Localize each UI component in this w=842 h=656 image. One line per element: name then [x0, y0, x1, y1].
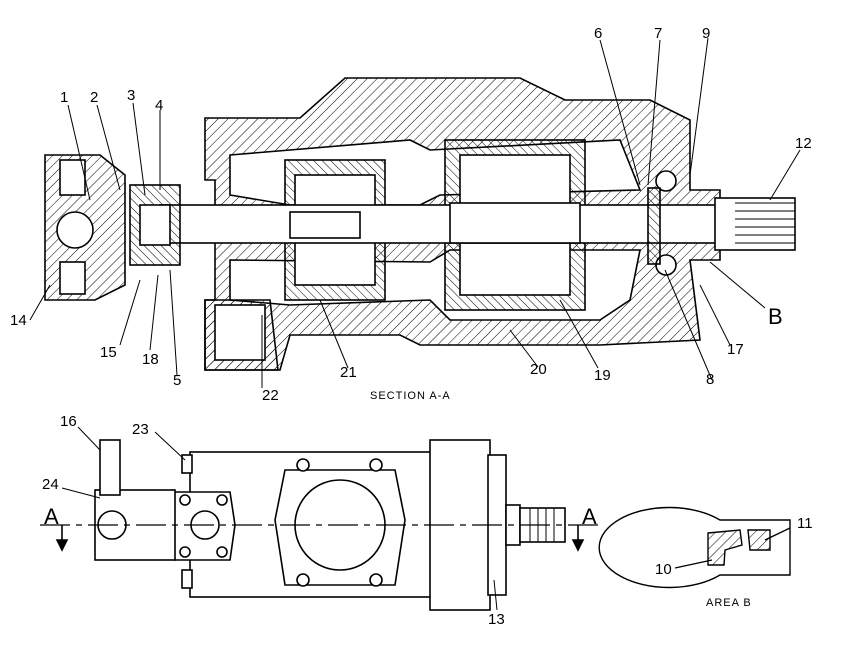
callout-18: 18	[142, 351, 159, 368]
detail-marker-b: B	[768, 304, 783, 329]
callout-1: 1	[60, 89, 69, 106]
callout-10: 10	[655, 561, 672, 578]
coupling-bore	[139, 204, 171, 246]
callout-19: 19	[594, 367, 611, 384]
shaft-gear-front	[289, 211, 361, 239]
callout-3: 3	[127, 87, 136, 104]
callout-8: 8	[706, 371, 715, 388]
seal-10	[707, 529, 743, 566]
section-marker-left: A	[44, 504, 59, 529]
port-bolt-3	[179, 546, 191, 558]
spline-teeth	[735, 202, 795, 244]
callout-14: 14	[10, 312, 27, 329]
side-leader-lines	[61, 426, 498, 611]
callout-2: 2	[90, 89, 99, 106]
callout-13: 13	[488, 611, 505, 628]
pad-bolt-2	[369, 458, 383, 472]
pad-bolt-3	[296, 573, 310, 587]
shaft-gear-rear	[449, 202, 581, 244]
callout-15: 15	[100, 344, 117, 361]
callout-17: 17	[727, 341, 744, 358]
callout-22: 22	[262, 387, 279, 404]
fitting-23-top	[181, 454, 193, 474]
side-view	[40, 439, 600, 611]
drive-shaft	[159, 204, 721, 244]
bearing-ball-top	[655, 170, 677, 192]
callout-4: 4	[155, 97, 164, 114]
callout-6: 6	[594, 25, 603, 42]
fitting-23-bottom	[181, 569, 193, 589]
area-b-detail	[598, 506, 791, 589]
callout-5: 5	[173, 372, 182, 389]
bearing-ball-bottom	[655, 254, 677, 276]
port-bolt-2	[216, 494, 228, 506]
pad-bolt-4	[369, 573, 383, 587]
end-cover-port-lower	[59, 261, 86, 295]
shaft-seal	[647, 187, 661, 265]
end-cover-bore	[56, 211, 94, 249]
output-shaft	[714, 197, 796, 251]
pad-bolt-1	[296, 458, 310, 472]
seal-11	[747, 529, 771, 551]
area-caption: AREA B	[706, 597, 752, 609]
section-caption: SECTION A-A	[370, 390, 451, 402]
section-a-a-view	[44, 77, 796, 371]
port-bolt-1	[179, 494, 191, 506]
callout-11: 11	[797, 515, 813, 532]
callout-12: 12	[795, 135, 812, 152]
port-bolt-4	[216, 546, 228, 558]
end-cover-port	[59, 159, 86, 196]
section-leader-lines	[29, 37, 801, 388]
outlet-port-bore	[214, 304, 266, 361]
callout-24: 24	[42, 476, 59, 493]
callout-9: 9	[702, 25, 711, 42]
callout-20: 20	[530, 361, 547, 378]
callout-16: 16	[60, 413, 77, 430]
section-marker-right: A	[582, 504, 597, 529]
callout-21: 21	[340, 364, 357, 381]
callout-23: 23	[132, 421, 149, 438]
callout-7: 7	[654, 25, 663, 42]
area-b-border	[598, 506, 791, 589]
tube-16	[99, 439, 121, 496]
